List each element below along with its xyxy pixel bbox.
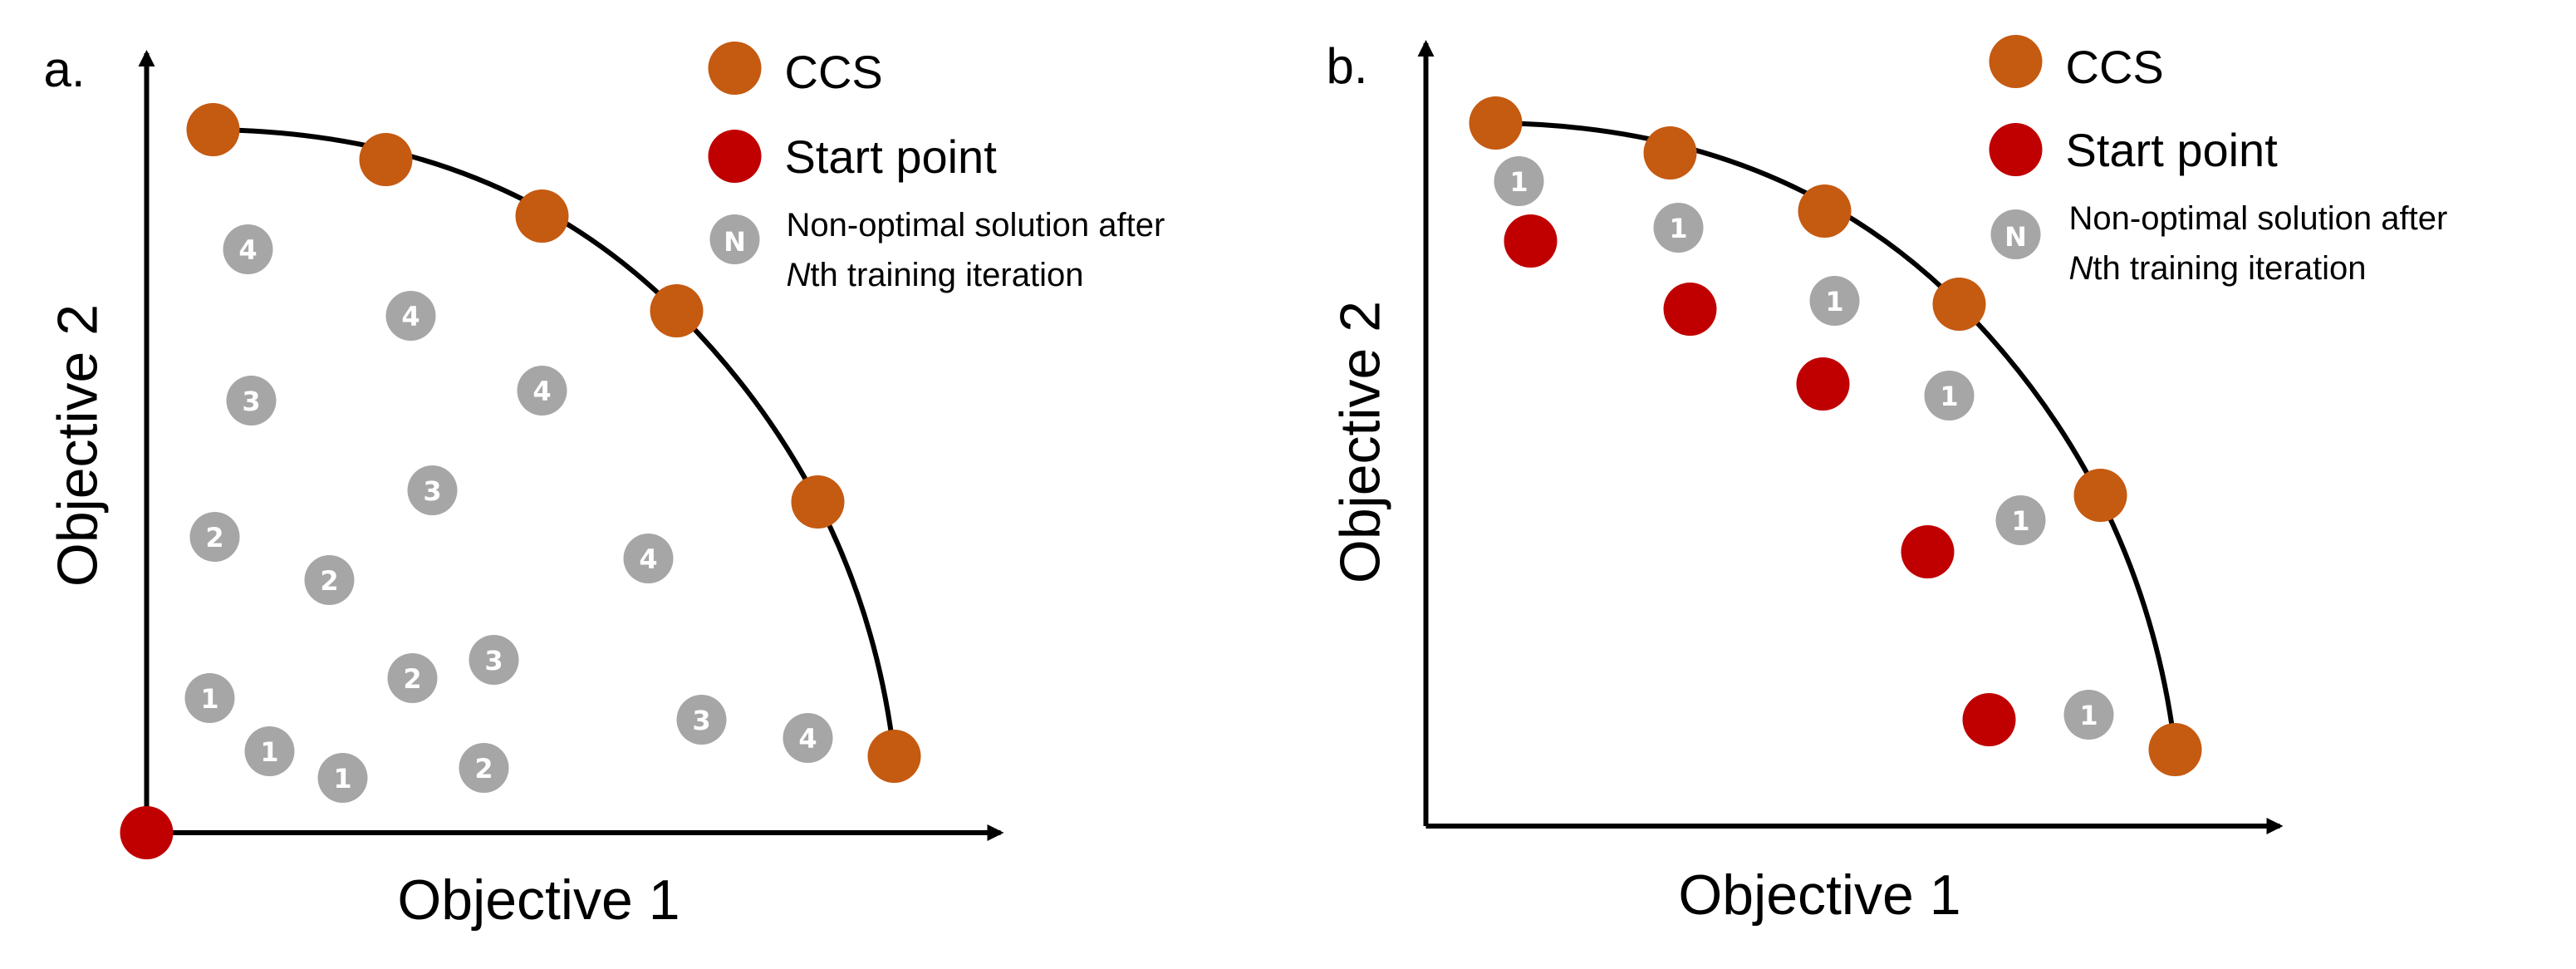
nonoptimal-point-label: 4 [639,544,657,575]
ccs-point [650,284,704,337]
ccs-point [1798,184,1852,238]
nonoptimal-point-label: 2 [205,522,223,553]
nonoptimal-point [387,653,438,703]
nonoptimal-point [407,465,458,515]
legend-nonoptimal-label-line1: Non-optimal solution after [787,207,1165,243]
nonoptimal-point [317,753,368,803]
ccs-point [1932,278,1986,331]
legend-start-label: Start point [785,130,998,183]
start-point [1901,525,1955,578]
nonoptimal-point [244,726,295,776]
panel-b: b. Objective 1 Objective 2 1 1 1 1 1 1 CCS St… [1327,35,2448,927]
ccs-point [791,475,845,529]
legend-start-label: Start point [2066,124,2279,176]
nonoptimal-point-label: 3 [242,386,260,417]
nonoptimal-point [676,695,727,745]
ccs-point [515,189,569,243]
y-axis-label-a: Objective 2 [47,304,110,587]
nonoptimal-point [1924,371,1975,421]
start-point [1796,357,1850,411]
start-point [1962,693,2016,746]
legend-ccs-label: CCS [2066,41,2164,93]
nonoptimal-point-label: 3 [692,705,710,736]
legend-b: CCS Start point N Non-optimal solution a… [1989,35,2448,287]
x-axis-label-b: Objective 1 [1678,863,1960,927]
nonoptimal-point [385,291,436,341]
legend-nonoptimal-label-line1: Non-optimal solution after [2069,200,2448,237]
nonoptimal-point [623,534,674,583]
nonoptimal-point [2063,690,2114,740]
ccs-point [1643,126,1697,180]
nonoptimal-point-label: 4 [798,723,817,755]
panel-a: a. Objective 1 Objective 2 4 4 4 3 3 4 2 2 3 2 1 1 1… [44,42,1165,932]
y-axis-label-b: Objective 2 [1329,301,1392,583]
nonoptimal-point-label: 2 [320,565,338,597]
legend-nonoptimal-glyph: N [724,226,746,258]
ccs-point [359,133,413,186]
nonoptimal-point [184,673,235,723]
start-point [1504,214,1558,268]
nonoptimal-point-label: 1 [1669,213,1687,244]
nonoptimal-point [223,224,273,274]
nonoptimal-point-label: 1 [200,683,218,715]
start-point [120,806,174,859]
legend-nonoptimal-marker [709,214,760,264]
nonoptimal-point [469,635,519,685]
nonoptimal-point-label: 3 [484,645,503,676]
ccs-point [1469,96,1523,150]
legend-nonoptimal-line2-rest: th training iteration [2093,250,2366,287]
legend-nonoptimal-marker [1990,209,2041,259]
panel-letter-a: a. [44,42,86,97]
nonoptimal-point-label: 1 [2079,700,2098,731]
ccs-point [867,730,921,783]
legend-start-marker [1989,123,2043,176]
points-group-b: 1 1 1 1 1 1 [1469,96,2202,776]
legend-a: CCS Start point N Non-optimal solution a… [708,42,1165,293]
legend-nonoptimal-italic-n: N [2069,250,2093,287]
nonoptimal-point-label: 1 [1940,381,1958,412]
nonoptimal-point [1494,156,1544,206]
nonoptimal-point-label: 4 [401,301,420,332]
legend-nonoptimal-label-line2: Nth training iteration [2069,250,2367,287]
legend-start-marker [708,130,762,183]
panel-letter-b: b. [1327,38,1368,94]
points-group-a: 4 4 4 3 3 4 2 2 3 2 1 1 1 2 3 4 [120,103,921,859]
nonoptimal-point [459,743,509,793]
nonoptimal-point [304,555,355,605]
nonoptimal-point-label: 4 [238,234,257,266]
nonoptimal-point [1653,203,1704,253]
nonoptimal-point-label: 1 [1509,166,1528,198]
nonoptimal-point-label: 2 [403,663,421,695]
ccs-point [2073,469,2127,522]
nonoptimal-point-label: 2 [474,753,493,785]
legend-nonoptimal-italic-n: N [787,257,811,293]
start-point [1663,283,1717,336]
legend-nonoptimal-glyph: N [2004,221,2027,253]
nonoptimal-point-label: 1 [260,736,278,768]
nonoptimal-point-label: 1 [1825,286,1843,317]
legend-nonoptimal-label-line2: Nth training iteration [787,257,1084,293]
nonoptimal-point [189,512,240,562]
ccs-point [2148,723,2202,776]
legend-ccs-label: CCS [785,46,883,98]
nonoptimal-point-label: 1 [2011,505,2029,537]
nonoptimal-point [1995,495,2046,545]
nonoptimal-point [226,376,277,425]
nonoptimal-point [1809,276,1860,326]
nonoptimal-point [517,366,567,416]
x-axis-label-a: Objective 1 [397,868,680,932]
legend-ccs-marker [1989,35,2043,88]
nonoptimal-point [783,713,833,763]
ccs-point [186,103,240,156]
legend-ccs-marker [708,42,762,95]
nonoptimal-point-label: 4 [532,376,551,407]
nonoptimal-point-label: 3 [423,475,441,507]
nonoptimal-point-label: 1 [333,763,351,794]
legend-nonoptimal-line2-rest: th training iteration [810,257,1083,293]
